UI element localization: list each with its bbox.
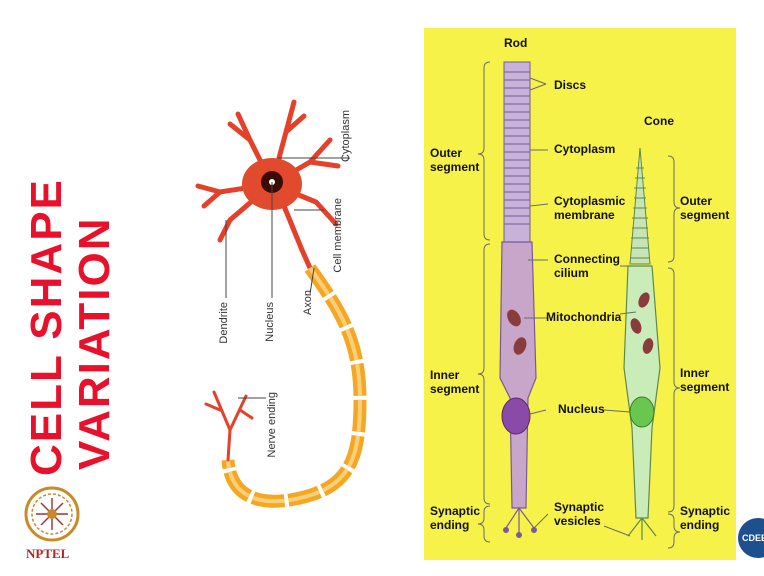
neuron-label-cytoplasm: Cytoplasm [340, 110, 352, 162]
label-synaptic-vesicles-2: vesicles [554, 514, 601, 528]
rod-cone-illustration [424, 28, 736, 560]
label-outer-segment-left-1: Outer [430, 146, 462, 160]
cdeep-badge: CDEEP [738, 518, 764, 558]
neuron-diagram: Cytoplasm Cell membrane Dendrite Nucleus… [190, 80, 400, 520]
label-mitochondria: Mitochondria [546, 310, 621, 324]
label-nucleus: Nucleus [558, 402, 605, 416]
neuron-label-cell-membrane: Cell membrane [332, 198, 362, 273]
label-cytoplasmic-membrane-1: Cytoplasmic [554, 194, 625, 208]
nptel-emblem-icon [22, 484, 82, 546]
neuron-label-nerve-ending: Nerve ending [266, 392, 294, 457]
label-inner-segment-right-1: Inner [680, 366, 709, 380]
nptel-text: NPTEL [26, 546, 69, 562]
nptel-logo: NPTEL [22, 484, 82, 564]
title-line-2: VARIATION [70, 217, 120, 470]
label-connecting-cilium-1: Connecting [554, 252, 620, 266]
label-inner-segment-left-1: Inner [430, 368, 459, 382]
label-cytoplasm: Cytoplasm [554, 142, 615, 156]
label-connecting-cilium-2: cilium [554, 266, 589, 280]
label-cytoplasmic-membrane-2: membrane [554, 208, 615, 222]
label-synaptic-ending-left-2: ending [430, 518, 469, 532]
rod-cone-diagram: Rod Cone Discs Cytoplasm Cytoplasmic mem… [424, 28, 736, 560]
label-synaptic-vesicles-1: Synaptic [554, 500, 604, 514]
slide-title: CELL SHAPE VARIATION [8, 80, 118, 480]
neuron-label-dendrite: Dendrite [218, 302, 230, 344]
label-synaptic-ending-right-1: Synaptic [680, 504, 730, 518]
title-line-1: CELL SHAPE [22, 178, 72, 476]
label-outer-segment-right-2: segment [680, 208, 729, 222]
rod-title: Rod [504, 36, 527, 50]
neuron-label-axon: Axon [302, 290, 314, 315]
label-synaptic-ending-right-2: ending [680, 518, 719, 532]
label-outer-segment-right-1: Outer [680, 194, 712, 208]
label-synaptic-ending-left-1: Synaptic [430, 504, 480, 518]
neuron-illustration [190, 80, 400, 520]
cdeep-badge-text: CDEEP [742, 533, 764, 543]
neuron-label-nucleus: Nucleus [264, 302, 276, 342]
label-discs: Discs [554, 78, 586, 92]
cone-title: Cone [644, 114, 674, 128]
label-inner-segment-left-2: segment [430, 382, 479, 396]
label-inner-segment-right-2: segment [680, 380, 729, 394]
label-outer-segment-left-2: segment [430, 160, 479, 174]
